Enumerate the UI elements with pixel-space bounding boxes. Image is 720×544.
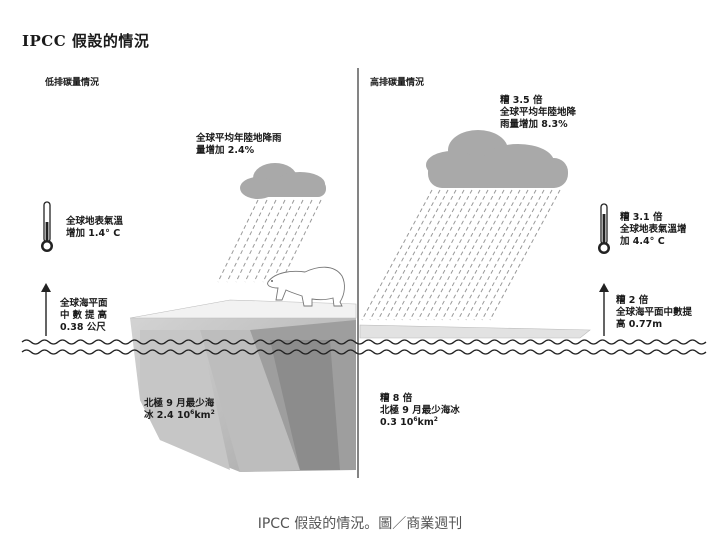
illustration: [21, 68, 707, 478]
ocean-waves: [21, 339, 707, 355]
low-thermometer-icon: [41, 201, 53, 252]
high-temp-label: 糟 3.1 倍 全球地表氣溫增 加 4.4° C: [620, 212, 687, 247]
low-iceberg: [129, 299, 357, 472]
high-cloud-icon: [426, 130, 568, 188]
high-rain-label: 糟 3.5 倍 全球平均年陸地降 雨量增加 8.3%: [500, 95, 577, 130]
low-rain-label: 全球平均年陸地降雨 量增加 2.4%: [196, 133, 282, 156]
high-ice-label: 糟 8 倍 北極 9 月最少海冰 0.3 106km2: [380, 393, 460, 428]
low-panel-title: 低排碳量情況: [45, 78, 100, 88]
figure-title: IPCC 假設的情況: [22, 32, 150, 50]
high-thermometer-icon: [598, 203, 610, 254]
high-panel-title: 高排碳量情況: [370, 78, 425, 88]
polar-bear-icon: [267, 266, 345, 307]
high-rain: [361, 189, 561, 321]
low-sea-label: 全球海平面 中數提高 0.38 公尺: [60, 298, 111, 333]
low-up-arrow-icon: [41, 283, 51, 336]
ipcc-scenario-figure: IPCC 假設的情況: [21, 32, 707, 478]
figure-caption: IPCC 假設的情況。圖／商業週刊: [257, 516, 463, 532]
low-cloud-icon: [240, 163, 326, 199]
high-up-arrow-icon: [599, 283, 609, 336]
high-ice-sheet: [359, 324, 591, 339]
low-rain: [217, 199, 322, 283]
high-sea-label: 糟 2 倍 全球海平面中數提 高 0.77m: [616, 295, 693, 330]
low-temp-label: 全球地表氣溫 增加 1.4° C: [66, 216, 124, 239]
low-ice-label: 北極 9 月最少海 冰 2.4 106km2: [144, 398, 215, 421]
